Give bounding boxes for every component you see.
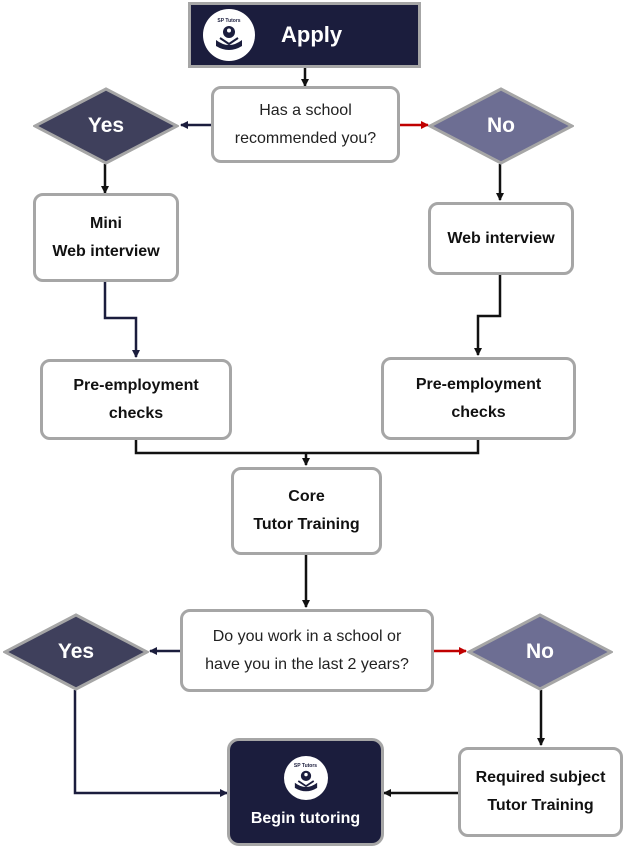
q2-line-2: have you in the last 2 years? (205, 655, 409, 673)
core-line-1: Core (288, 488, 325, 505)
arrow-yes-to-begin (73, 690, 228, 797)
required-subject-training-node: Required subject Tutor Training (458, 747, 623, 837)
core-tutor-training-node: Core Tutor Training (231, 467, 382, 555)
pre-employment-checks-left: Pre-employment checks (40, 359, 232, 440)
required-line-1: Required subject (475, 769, 606, 786)
pre-employment-checks-right: Pre-employment checks (381, 357, 576, 440)
yes-diamond-2: Yes (3, 613, 149, 691)
merge-line-right (306, 440, 480, 455)
no-diamond-2: No (467, 613, 613, 691)
mini-web-interview-node: Mini Web interview (33, 193, 179, 282)
apply-node: SP Tutors Apply (188, 2, 421, 68)
web-interview-label: Web interview (447, 229, 555, 247)
merge-line-left (134, 440, 306, 455)
mini-line-1: Mini (90, 214, 122, 232)
web-interview-node: Web interview (428, 202, 574, 275)
precheck-left-line-2: checks (108, 404, 164, 422)
no-diamond-1: No (428, 87, 574, 165)
yes-label-1: Yes (87, 114, 125, 137)
sp-tutors-logo-icon: SP Tutors (283, 756, 328, 800)
precheck-right-line-2: checks (451, 403, 506, 421)
required-line-2: Tutor Training (487, 797, 594, 814)
begin-tutoring-label: Begin tutoring (250, 810, 361, 827)
no-label-1: No (487, 114, 515, 137)
q1-line-1: Has a school (259, 101, 352, 119)
begin-tutoring-node: SP Tutors Begin tutoring (227, 738, 384, 846)
apply-label: Apply (281, 22, 343, 47)
no-label-2: No (526, 640, 554, 663)
precheck-left-line-1: Pre-employment (73, 376, 199, 394)
yes-diamond-1: Yes (33, 87, 179, 165)
sp-tutors-logo-icon: SP Tutors (203, 9, 255, 61)
arrow-mini-to-precheck (103, 282, 140, 358)
mini-line-2: Web interview (52, 242, 160, 260)
q2-line-1: Do you work in a school or (212, 627, 402, 645)
yes-label-2: Yes (57, 640, 95, 663)
arrow-web-to-precheck (474, 275, 502, 356)
question-school-recommended: Has a school recommended you? (211, 86, 400, 163)
q1-line-2: recommended you? (234, 129, 377, 147)
core-line-2: Tutor Training (253, 516, 360, 533)
question-work-in-school: Do you work in a school or have you in t… (180, 609, 434, 692)
precheck-right-line-1: Pre-employment (415, 375, 542, 393)
